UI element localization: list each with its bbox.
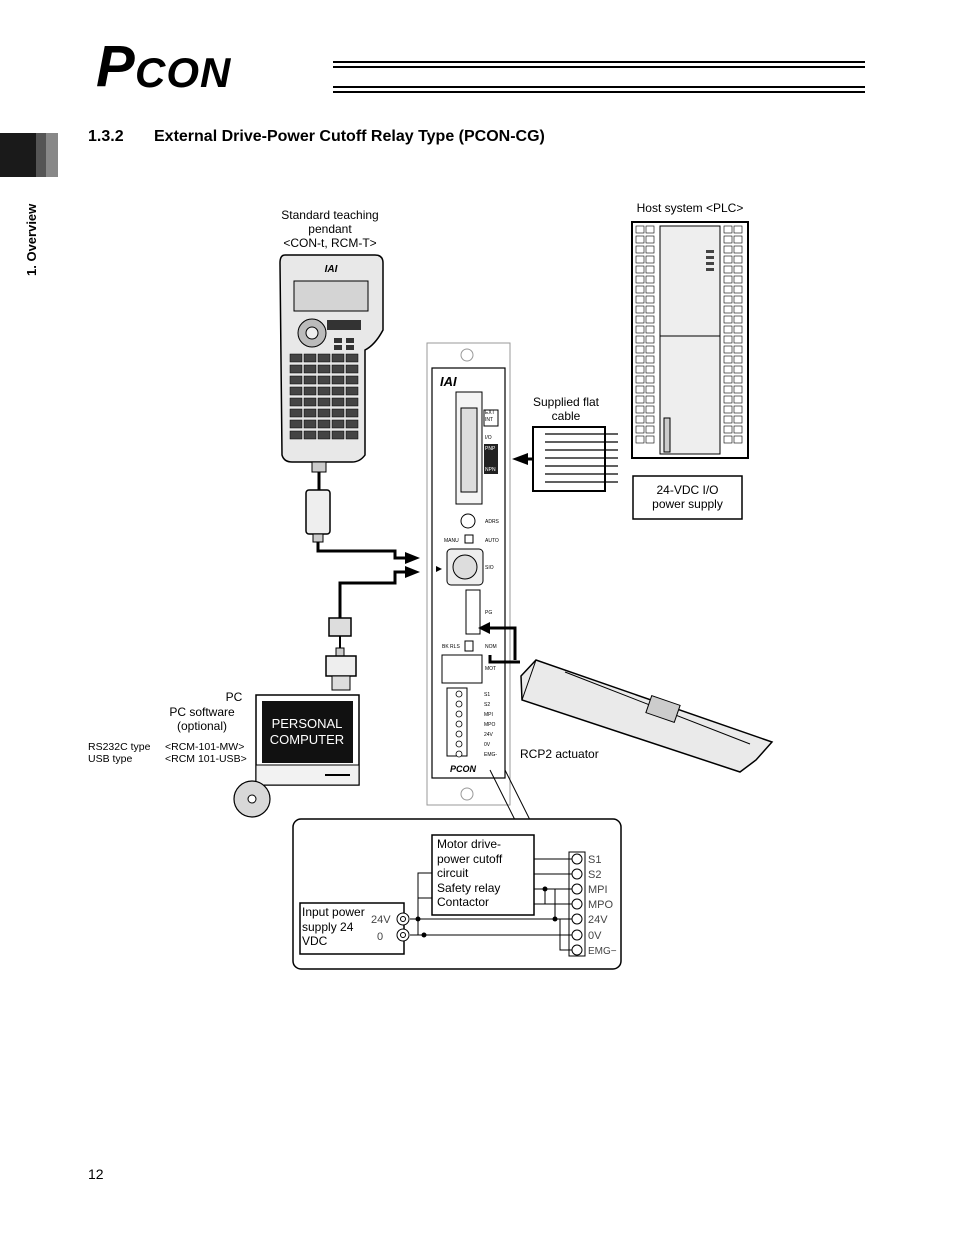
- detail-term-24v: 24V: [588, 914, 608, 926]
- controller-logo: PCON: [450, 764, 477, 774]
- section-title: External Drive-Power Cutoff Relay Type (…: [154, 128, 545, 145]
- detail-term-s2: S2: [588, 869, 601, 881]
- pendant-brand: IAI: [325, 264, 338, 275]
- logo-p: P: [96, 34, 135, 99]
- usb-model: <RCM 101-USB>: [165, 753, 247, 765]
- ctrl-term-0v: 0V: [484, 742, 491, 748]
- ctrl-bkrls: BK RLS: [442, 644, 460, 650]
- ctrl-sio: SIO: [485, 565, 494, 571]
- header-rule-4: [333, 91, 865, 93]
- detail-term-s1: S1: [588, 854, 601, 866]
- ctrl-adrs: ADRS: [485, 519, 500, 525]
- ctrl-term-mpo: MPO: [484, 722, 496, 728]
- ctrl-pg: PG: [485, 610, 492, 616]
- flat-cable: [512, 426, 618, 492]
- ctrl-manu: MANU: [444, 538, 459, 544]
- ctrl-term-emg: EMG-: [484, 752, 497, 758]
- header-rule-1: [333, 61, 865, 63]
- ctrl-term-s2: S2: [484, 702, 490, 708]
- header-rule-3: [333, 86, 865, 88]
- logo-con: CON: [135, 49, 232, 96]
- io-supply-label: 24-VDC I/O power supply: [652, 483, 723, 511]
- ctrl-pnp: PNP: [485, 446, 496, 452]
- detail-24v: 24V: [371, 914, 391, 926]
- detail-term-mpi: MPI: [588, 884, 608, 896]
- pcon-controller: IAI I/O PNP NPN INT EXT ADRS MANU AUTO S…: [426, 342, 511, 806]
- ctrl-term-mpi: MPI: [484, 712, 493, 718]
- rcp2-actuator: [520, 659, 774, 773]
- ctrl-auto: AUTO: [485, 538, 499, 544]
- side-tab: [0, 133, 36, 177]
- side-tab-mid: [36, 133, 46, 177]
- io-power-supply-box: [632, 475, 743, 520]
- flat-cable-label: Supplied flat cable: [532, 395, 600, 423]
- wiring-detail: 24V 0 S1 S2 MPI MPO 24V 0V EMG−: [292, 818, 622, 970]
- pc-screen-line2: COMPUTER: [270, 732, 344, 747]
- detail-term-mpo: MPO: [588, 899, 614, 911]
- ctrl-term-s1: S1: [484, 692, 490, 698]
- page-number: 12: [88, 1166, 104, 1182]
- controller-brand: IAI: [440, 374, 457, 389]
- ctrl-npn: NPN: [485, 467, 496, 473]
- pendant-label: Standard teaching pendant <CON-t, RCM-T>: [281, 208, 379, 250]
- ctrl-io: I/O: [485, 435, 492, 441]
- motor-cutoff-box-text: Motor drive- power cutoff circuit Safety…: [437, 837, 503, 909]
- pc-screen-line1: PERSONAL: [272, 716, 343, 731]
- pc-software-label: PC software (optional): [169, 705, 235, 733]
- pc-label: PC: [225, 690, 243, 704]
- actuator-label: RCP2 actuator: [520, 747, 599, 761]
- detail-term-0v: 0V: [588, 930, 602, 942]
- ctrl-ext: EXT: [485, 410, 495, 416]
- rs232-type: RS232C type: [88, 741, 151, 753]
- section-number: 1.3.2: [88, 128, 124, 145]
- side-tab-light: [46, 133, 58, 177]
- ctrl-nom: NOM: [485, 644, 497, 650]
- detail-0: 0: [377, 931, 383, 943]
- teaching-pendant: IAI: [279, 254, 384, 543]
- section-heading: 1.3.2 External Drive-Power Cutoff Relay T…: [88, 128, 545, 146]
- personal-computer: PERSONAL COMPUTER: [233, 694, 360, 818]
- detail-term-emg: EMG−: [588, 946, 617, 957]
- usb-type: USB type: [88, 753, 133, 765]
- ctrl-term-24v: 24V: [484, 732, 494, 738]
- header-rule-2: [333, 66, 865, 68]
- input-power-box-text: Input power supply 24 VDC: [302, 905, 365, 948]
- rs232-model: <RCM-101-MW>: [165, 741, 245, 753]
- host-system-label: Host system <PLC>: [636, 201, 744, 215]
- ctrl-mot: MOT: [485, 666, 496, 672]
- host-plc: [631, 221, 749, 459]
- ctrl-int: INT: [485, 417, 493, 423]
